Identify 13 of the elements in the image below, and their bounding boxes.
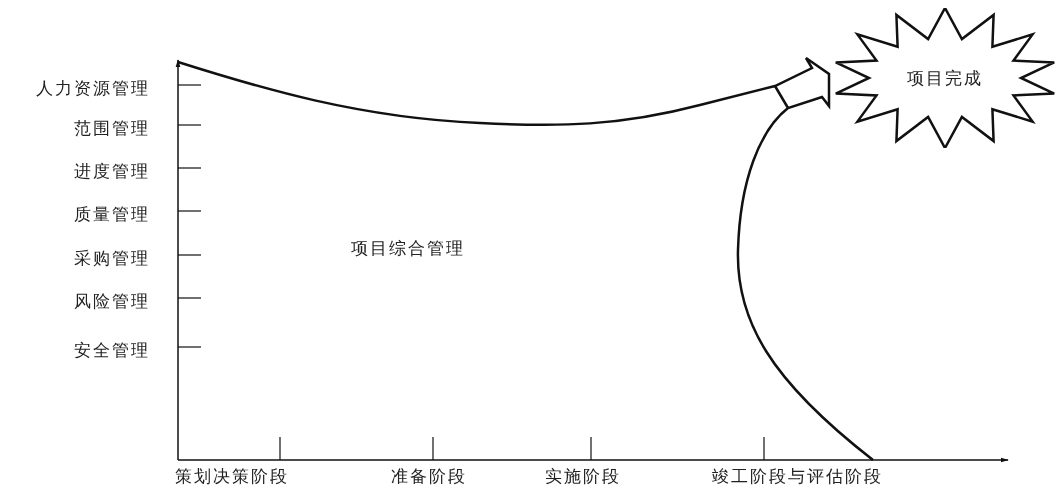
axis-label: 人力资源管理 [36,78,150,98]
axis-label: 策划决策阶段 [175,466,289,486]
axis-label: 安全管理 [74,340,150,360]
axis-label: 实施阶段 [545,466,621,486]
axis-label: 采购管理 [74,248,150,268]
axis-label: 进度管理 [74,161,150,181]
axis-label: 风险管理 [74,291,150,311]
axis-label: 竣工阶段与评估阶段 [711,466,883,486]
area-label: 项目综合管理 [351,238,465,258]
node-text: 项目完成 [907,68,983,88]
axis-label: 准备阶段 [391,466,467,486]
axis-label: 质量管理 [74,204,150,224]
axis-label: 范围管理 [74,118,150,138]
